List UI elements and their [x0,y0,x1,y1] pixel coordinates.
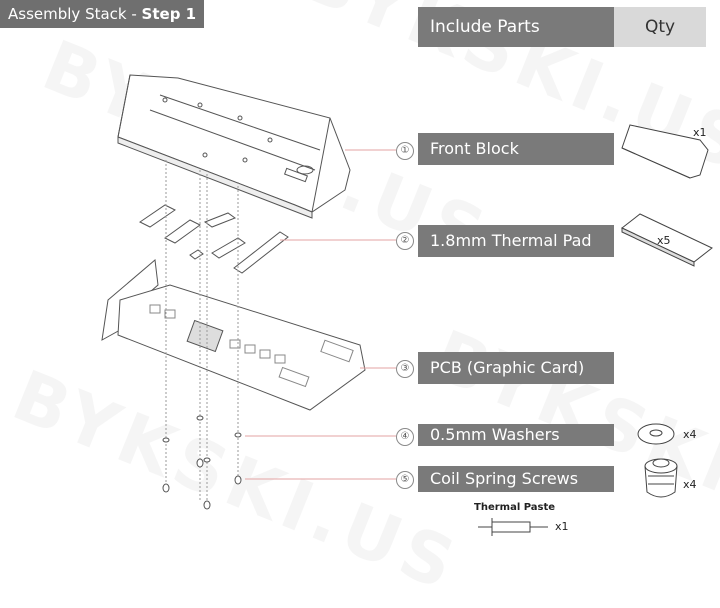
front-block-drawing [117,74,351,219]
part-label-washers: 0.5mm Washers [418,424,614,446]
include-parts-header: Include Parts [418,7,614,47]
part-number-2: ② [396,232,414,250]
part-label-pcb: PCB (Graphic Card) [418,352,614,384]
page-title: Assembly Stack - Step 1 [0,0,204,28]
part-label-thermal-pad: 1.8mm Thermal Pad [418,225,614,257]
qty-thermal-paste: x1 [555,520,569,533]
washer-icon [637,423,675,445]
qty-thermal-pad: x5 [657,234,671,247]
spring-screw-icon [644,458,678,498]
thermal-pad-icon [621,213,713,267]
part-label-front-block: Front Block [418,133,614,165]
thermal-pads-drawing [139,204,289,274]
qty-washers: x4 [683,428,697,441]
qty-front-block: x1 [693,126,707,139]
title-prefix: Assembly Stack - [8,5,142,23]
part-number-1: ① [396,142,414,160]
thermal-paste-syringe-icon [478,518,548,536]
part-number-3: ③ [396,360,414,378]
qty-header: Qty [614,7,706,47]
pcb-drawing [101,259,366,411]
front-block-icon [621,124,709,179]
qty-spring-screws: x4 [683,478,697,491]
title-step: Step 1 [141,5,197,23]
assembly-diagram [101,74,713,536]
part-number-5: ⑤ [396,471,414,489]
part-label-spring-screws: Coil Spring Screws [418,466,614,492]
thermal-paste-label: Thermal Paste [474,502,556,513]
part-number-4: ④ [396,428,414,446]
